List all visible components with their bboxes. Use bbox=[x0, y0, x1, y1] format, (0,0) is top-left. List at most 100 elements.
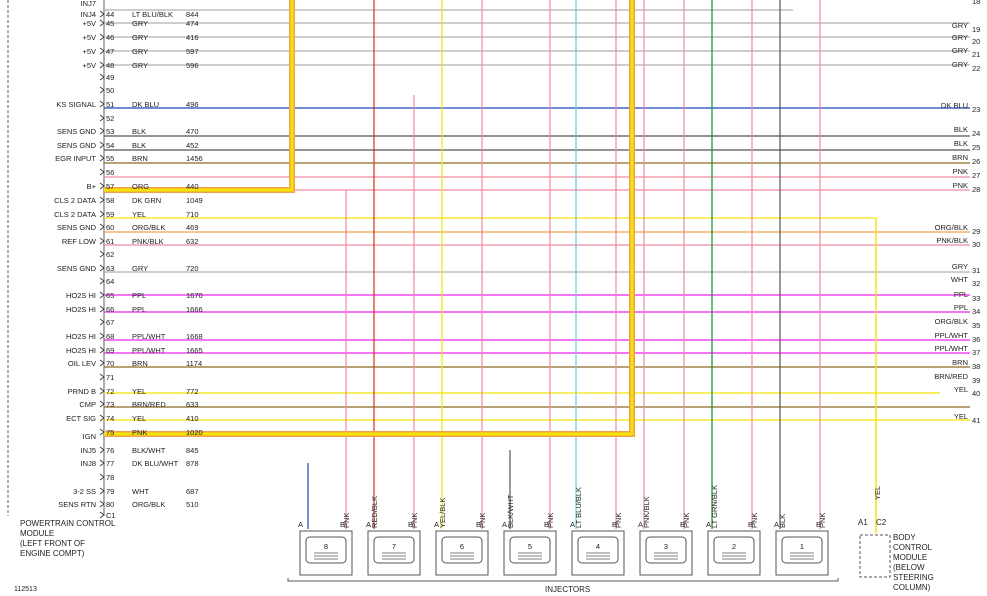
pcm-circuit-number: 1665 bbox=[186, 346, 203, 355]
pcm-pin-number: 46 bbox=[106, 33, 114, 42]
injector-socket bbox=[645, 536, 687, 564]
pcm-wire-color: GRY bbox=[132, 33, 148, 42]
right-wire-color: GRY bbox=[952, 46, 968, 55]
pcm-wire-color: BLK bbox=[132, 141, 146, 150]
pcm-circuit-number: 844 bbox=[186, 10, 199, 19]
pcm-pin-label: +5V bbox=[82, 33, 96, 42]
injector-b-wire-color: PNK bbox=[410, 513, 419, 528]
pcm-wire-color: ORG bbox=[132, 182, 149, 191]
pcm-pin-label: EGR INPUT bbox=[55, 154, 96, 163]
pcm-pin-label: B+ bbox=[87, 182, 97, 191]
pcm-label-line-4: ENGINE COMPT) bbox=[20, 549, 85, 558]
injector-socket bbox=[373, 536, 415, 564]
right-pin-number: 18 bbox=[972, 0, 980, 6]
pcm-pin-chevron bbox=[99, 100, 105, 108]
injector-number: 2 bbox=[732, 542, 736, 551]
injector-a-wire-color: BLK bbox=[778, 514, 787, 528]
pcm-pin-label: SENS GND bbox=[57, 264, 97, 273]
right-pin-number: 20 bbox=[972, 37, 980, 46]
right-pin-number: 19 bbox=[972, 25, 980, 34]
pcm-pin-chevron bbox=[99, 264, 105, 272]
pcm-pin-chevron bbox=[99, 277, 105, 285]
right-wire-color: GRY bbox=[952, 21, 968, 30]
right-wire-color: ORG/BLK bbox=[935, 223, 968, 232]
bcm-label-line-5: STEERING bbox=[893, 573, 934, 582]
pcm-circuit-number: 1666 bbox=[186, 305, 203, 314]
pcm-circuit-number: 720 bbox=[186, 264, 199, 273]
diagram-id: 112513 bbox=[14, 586, 37, 593]
injector-pin-b: B bbox=[612, 520, 617, 529]
pcm-circuit-number: 1668 bbox=[186, 332, 203, 341]
injector-b-wire-color: PNK bbox=[750, 513, 759, 528]
pcm-pin-chevron bbox=[99, 250, 105, 258]
injector-socket bbox=[713, 536, 755, 564]
pcm-pin-chevron bbox=[99, 291, 105, 299]
right-pin-number: 32 bbox=[972, 279, 980, 288]
pcm-pin-chevron bbox=[99, 141, 105, 149]
pcm-pin-chevron bbox=[99, 223, 105, 231]
pcm-pin-number: 45 bbox=[106, 19, 114, 28]
right-pin-number: 30 bbox=[972, 240, 980, 249]
pcm-circuit-number: 440 bbox=[186, 182, 199, 191]
pcm-pin-chevron bbox=[99, 500, 105, 508]
injector-bracket bbox=[287, 578, 839, 582]
pcm-circuit-number: 1456 bbox=[186, 154, 203, 163]
pcm-pin-chevron bbox=[99, 473, 105, 481]
pcm-circuit-number: 470 bbox=[186, 127, 199, 136]
pcm-wire-color: BLK bbox=[132, 127, 146, 136]
pcm-pin-chevron bbox=[99, 86, 105, 94]
pcm-circuit-number: 596 bbox=[186, 61, 199, 70]
pcm-pin-number: 78 bbox=[106, 473, 114, 482]
right-pin-number: 21 bbox=[972, 50, 980, 59]
right-wire-color: WHT bbox=[951, 275, 968, 284]
pcm-pin-chevron bbox=[99, 210, 105, 218]
pcm-wire-color: GRY bbox=[132, 264, 148, 273]
pcm-pin-label: 3-2 SS bbox=[73, 487, 96, 496]
pcm-pin-number: 44 bbox=[106, 10, 114, 19]
injector-pin-b: B bbox=[340, 520, 345, 529]
right-wire-color: BLK bbox=[954, 139, 968, 148]
right-pin-number: 41 bbox=[972, 416, 980, 425]
pcm-pin-chevron bbox=[99, 487, 105, 495]
pcm-circuit-number: 510 bbox=[186, 500, 199, 509]
pcm-pin-chevron bbox=[99, 168, 105, 176]
pcm-circuit-number: 710 bbox=[186, 210, 199, 219]
injector-pin-b: B bbox=[680, 520, 685, 529]
pcm-circuit-number: 845 bbox=[186, 446, 199, 455]
pcm-circuit-number: 1174 bbox=[186, 359, 202, 368]
pcm-pin-number: 71 bbox=[106, 373, 114, 382]
pcm-pin-label: +5V bbox=[82, 61, 96, 70]
injector-a-wire-color: BLK/WHT bbox=[506, 494, 515, 528]
pcm-circuit-number: 687 bbox=[186, 487, 199, 496]
pcm-pin-label: HO2S HI bbox=[66, 291, 96, 300]
right-pin-number: 31 bbox=[972, 266, 980, 275]
pcm-label-line-1: POWERTRAIN CONTROL bbox=[20, 519, 116, 528]
pcm-pin-number: 50 bbox=[106, 86, 114, 95]
pcm-circuit-number: 496 bbox=[186, 100, 199, 109]
right-pin-number: 25 bbox=[972, 143, 980, 152]
pcm-pin-label: INJ8 bbox=[81, 459, 96, 468]
pcm-pin-label: CMP bbox=[79, 400, 96, 409]
pcm-pin-number: C1 bbox=[106, 511, 116, 520]
pcm-pin-label: +5V bbox=[82, 47, 96, 56]
right-wire-color: PPL/WHT bbox=[935, 344, 969, 353]
injector-number: 3 bbox=[664, 542, 668, 551]
injector-pin-a: A bbox=[434, 520, 439, 529]
bcm-box bbox=[859, 534, 891, 578]
pcm-wire-color: BRN bbox=[132, 154, 148, 163]
right-wire-color: BRN/RED bbox=[934, 372, 968, 381]
bcm-label-line-1: BODY bbox=[893, 533, 916, 542]
pcm-pin-label: INJ7 bbox=[81, 0, 96, 8]
right-pin-number: 35 bbox=[972, 321, 980, 330]
pcm-circuit-number: 772 bbox=[186, 387, 199, 396]
pcm-pin-label: OIL LEV bbox=[68, 359, 96, 368]
pcm-pin-chevron bbox=[99, 127, 105, 135]
pcm-pin-number: 74 bbox=[106, 414, 114, 423]
pcm-pin-number: 67 bbox=[106, 318, 114, 327]
injector-b-wire-color: PNK bbox=[614, 513, 623, 528]
pcm-pin-number: 77 bbox=[106, 459, 114, 468]
pcm-circuit-number: 633 bbox=[186, 400, 199, 409]
